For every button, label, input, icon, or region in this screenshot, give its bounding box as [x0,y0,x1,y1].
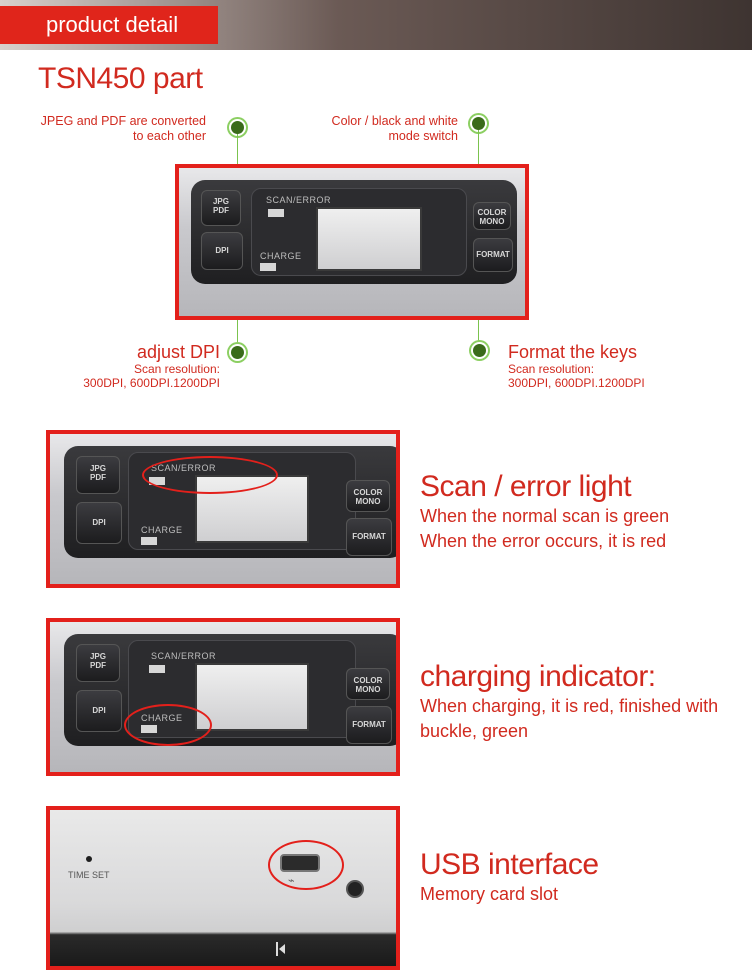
scan-error-highlight-circle [142,456,278,494]
key-label: JPG [89,652,106,661]
lcd-screen [195,663,309,731]
key-label: PDF [90,661,106,670]
slot-arrow-icon [279,944,285,954]
key-label: PDF [213,206,229,215]
key-label: COLOR [353,488,383,497]
section-line: When the error occurs, it is red [420,531,667,551]
usb-highlight-circle [268,840,344,890]
green-dot-marker [231,346,244,359]
section-title: Scan / error light [420,470,632,503]
callout-line: Color / black and white [331,114,458,128]
section-title: charging indicator: [420,660,656,693]
dpi-key: DPI [201,232,243,270]
usb-image: TIME SET ⌁ [46,806,400,970]
key-label: MONO [355,685,381,694]
scan-error-indicator [149,665,165,673]
callout-jpeg-pdf: JPEG and PDF are converted to each other [41,114,206,144]
callout-line: 300DPI, 600DPI.1200DPI [83,376,220,390]
dpi-key: DPI [76,690,122,732]
lcd-screen [316,207,422,271]
jpg-pdf-key: JPG PDF [201,190,241,226]
section-title: USB interface [420,848,599,881]
key-label: COLOR [477,208,507,217]
format-key: FORMAT [473,238,513,272]
section-line: When the normal scan is green [420,506,670,526]
color-mono-key: COLOR MONO [346,480,390,512]
main-panel-image: JPG PDF DPI SCAN/ERROR CHARGE COLOR MONO… [175,164,529,320]
green-dot-marker [231,121,244,134]
format-key: FORMAT [346,706,392,744]
scan-error-label: SCAN/ERROR [266,195,332,205]
key-label: JPG [89,464,106,473]
callout-title: adjust DPI [136,342,220,362]
key-label: JPG [212,197,229,206]
color-mono-key: COLOR MONO [346,668,390,700]
green-dot-marker [472,117,485,130]
charge-label: CHARGE [260,251,302,261]
key-label: PDF [90,473,106,482]
part-title: TSN450 part [38,62,203,95]
scan-error-label: SCAN/ERROR [151,651,217,661]
callout-line: Scan resolution: [508,362,595,376]
callout-adjust-dpi: adjust DPI Scan resolution: 300DPI, 600D… [83,342,220,390]
scan-error-indicator [268,209,284,217]
callout-line: Scan resolution: [133,362,220,376]
dpi-key: DPI [76,502,122,544]
usb-section: USB interface Memory card slot [420,848,599,907]
section-line: Memory card slot [420,884,559,904]
card-slot-hole [346,880,364,898]
color-mono-key: COLOR MONO [473,202,511,230]
charge-indicator [260,263,276,271]
time-set-hole [86,856,92,862]
scan-error-section: Scan / error light When the normal scan … [420,470,669,554]
key-label: MONO [479,217,505,226]
callout-format-keys: Format the keys Scan resolution: 300DPI,… [508,342,645,390]
callout-color-mono: Color / black and white mode switch [332,114,458,144]
charging-image: JPG PDF DPI SCAN/ERROR CHARGE COLOR MONO… [46,618,400,776]
panel-body: JPG PDF DPI SCAN/ERROR CHARGE COLOR MONO… [191,180,517,284]
slot-marker [276,942,278,956]
time-set-label: TIME SET [68,870,110,880]
charging-section: charging indicator: When charging, it is… [420,660,718,744]
jpg-pdf-key: JPG PDF [76,456,120,494]
callout-line: JPEG and PDF are converted [40,114,206,128]
key-label: COLOR [353,676,383,685]
charge-indicator [141,537,157,545]
callout-line: to each other [133,129,206,143]
scan-error-image: JPG PDF DPI SCAN/ERROR CHARGE COLOR MONO… [46,430,400,588]
panel-body: JPG PDF DPI SCAN/ERROR CHARGE COLOR MONO… [64,634,396,746]
charge-highlight-circle [124,704,212,746]
section-line: When charging, it is red, finished with [420,696,719,716]
callout-line: mode switch [388,129,458,143]
green-dot-marker [473,344,486,357]
callout-title: Format the keys [508,342,638,362]
section-line: buckle, green [420,721,529,741]
key-label: MONO [355,497,381,506]
charge-label: CHARGE [141,525,183,535]
jpg-pdf-key: JPG PDF [76,644,120,682]
callout-line: 300DPI, 600DPI.1200DPI [508,376,645,390]
header-tab: product detail [0,6,218,44]
lcd-bezel: SCAN/ERROR CHARGE [251,188,467,276]
format-key: FORMAT [346,518,392,556]
